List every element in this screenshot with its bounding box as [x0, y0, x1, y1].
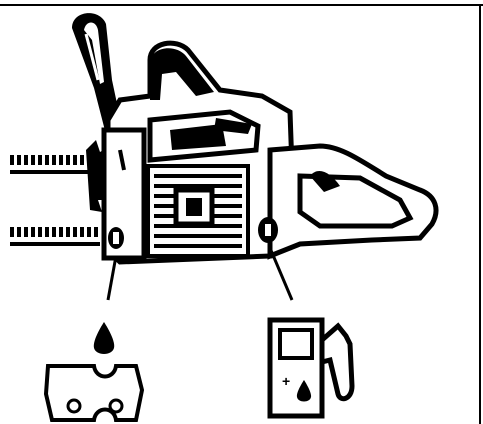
fuel-plus-symbol: + — [282, 373, 290, 389]
oil-cap — [108, 227, 124, 249]
fuel-pump-icon: + — [270, 320, 352, 416]
oil-drop-chain-icon — [46, 322, 142, 420]
guide-bar — [10, 140, 116, 244]
oil-leader-line — [108, 256, 116, 300]
rear-handle — [270, 146, 436, 256]
fuel-cap — [258, 217, 278, 243]
fuel-leader-line — [270, 248, 292, 300]
